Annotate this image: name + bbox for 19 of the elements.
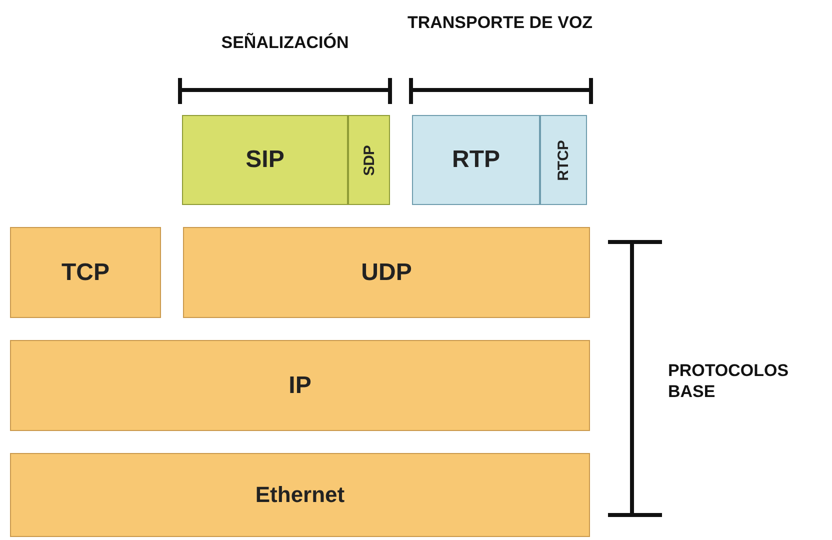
protocol-name: UDP: [361, 258, 412, 286]
protocol-box: [10, 340, 590, 431]
group-label: TRANSPORTE DE VOZ: [406, 12, 594, 33]
protocol-box: [412, 115, 540, 205]
protocol-name: SIP: [246, 146, 284, 174]
protocol-box: [10, 227, 161, 318]
protocol-box: [183, 227, 590, 318]
protocol-box: [10, 453, 590, 537]
protocol-sub-box: [348, 115, 390, 205]
protocol-name: Ethernet: [255, 482, 345, 508]
group-label: SEÑALIZACIÓN: [220, 32, 350, 53]
protocol-box: [182, 115, 348, 205]
protocol-sub-box: [540, 115, 587, 205]
protocol-name: SDP: [360, 144, 378, 176]
protocol-name: RTCP: [555, 140, 572, 180]
protocol-name: IP: [288, 372, 312, 400]
protocol-name: RTP: [452, 146, 500, 174]
group-label: PROTOCOLOS BASE: [668, 360, 790, 402]
protocol-name: TCP: [62, 258, 110, 286]
